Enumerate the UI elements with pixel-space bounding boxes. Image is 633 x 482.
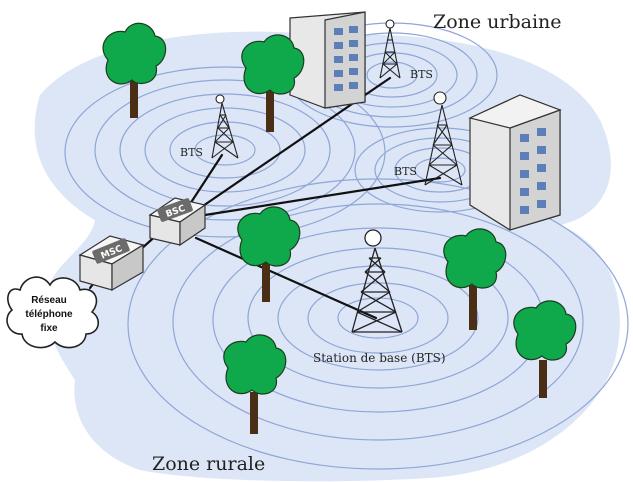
bts-tower-top [379,19,401,79]
cloud-line-2: téléphone [25,309,73,320]
tree-6 [223,334,287,434]
link-bsc-bts-main [194,236,378,320]
cloud-line-1: Réseau [31,295,67,306]
bts-main-label: Station de base (BTS) [313,351,446,365]
bts-top-label: BTS [410,68,433,81]
bts-tower-left [211,94,239,159]
zone-urban-label: Zone urbaine [433,11,562,33]
building-right [468,94,562,231]
bsc-box: BSC [148,197,207,247]
tree-1 [102,22,167,118]
trees [102,22,577,434]
bts-left-label: BTS [180,146,203,159]
building-right-windows [520,128,546,214]
tree-4 [443,228,507,330]
bts-tower-right [424,91,463,186]
building-top [289,11,366,109]
zone-rural-label: Zone rurale [152,453,265,475]
bts-tower-main [351,229,403,333]
pstn-cloud: Réseau téléphone fixe [6,276,99,349]
cloud-line-3: fixe [40,323,58,334]
link-bsc-bts-left [188,153,224,206]
msc-box: MSC [78,235,145,292]
bts-right-label: BTS [394,165,417,178]
link-bsc-bts-right [203,176,442,217]
tree-2 [241,34,305,132]
tree-3 [237,206,301,302]
tree-5 [513,300,577,398]
building-top-windows [334,26,358,91]
